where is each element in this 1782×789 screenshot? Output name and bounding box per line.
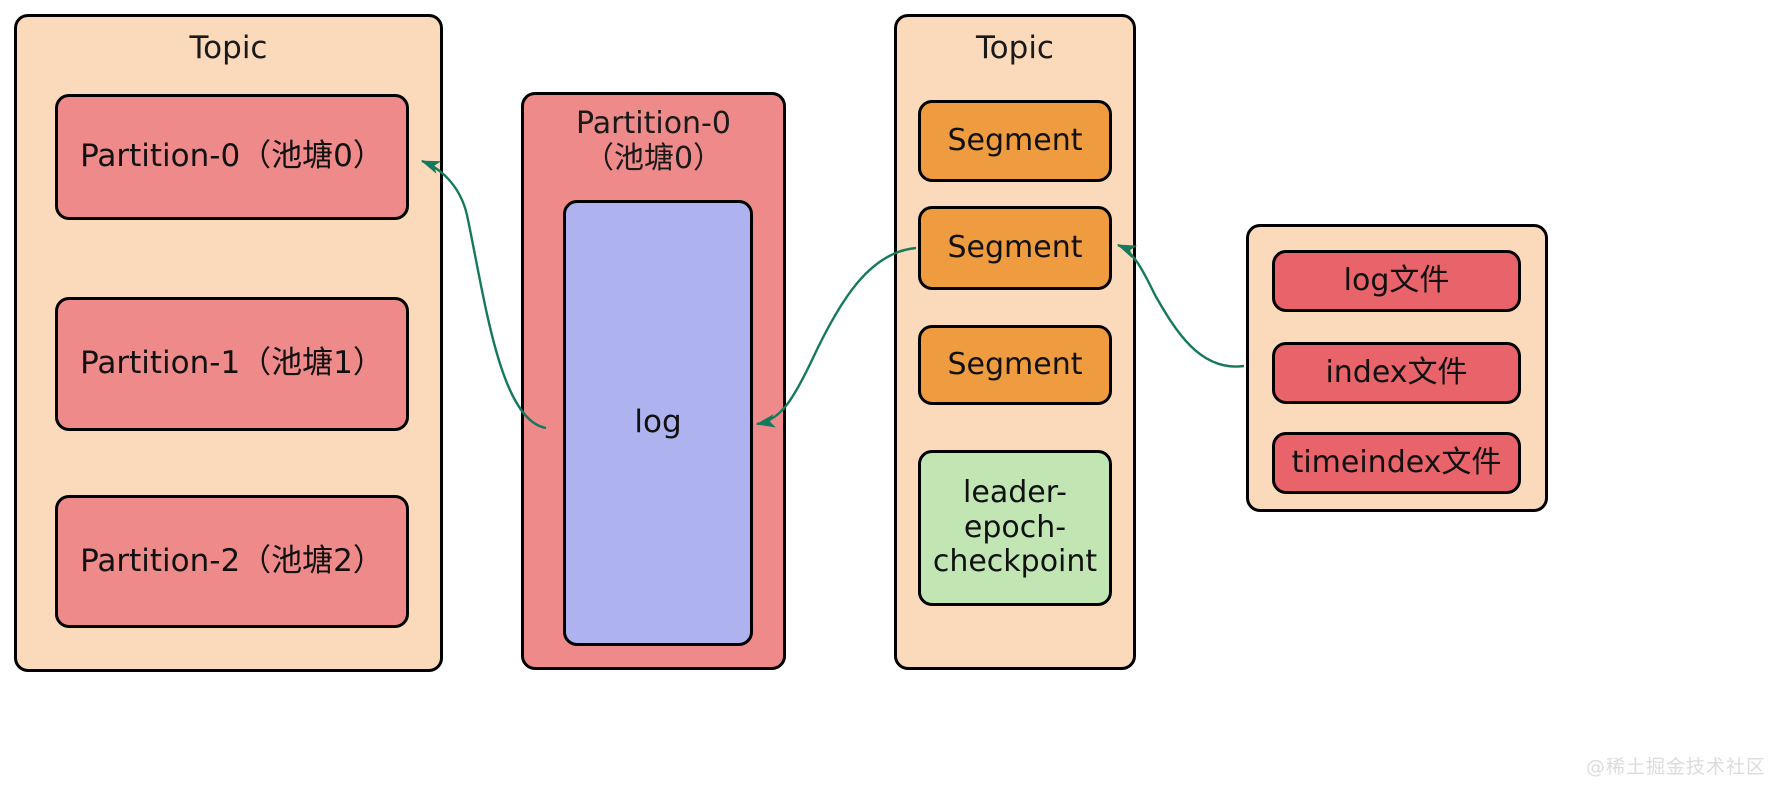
segment-box-1[interactable]: Segment	[918, 100, 1112, 182]
segment-1-label: Segment	[947, 122, 1083, 158]
index-file-box[interactable]: index文件	[1272, 342, 1521, 404]
log-label: log	[634, 404, 682, 441]
leader-epoch-checkpoint-box[interactable]: leader- epoch- checkpoint	[918, 450, 1112, 606]
topic-right-title: Topic	[976, 30, 1054, 66]
partition-0-label: Partition-0（池塘0）	[80, 138, 384, 175]
segment-box-2[interactable]: Segment	[918, 206, 1112, 290]
partition-detail-title: Partition-0 （池塘0）	[576, 106, 731, 176]
partition-2-label: Partition-2（池塘2）	[80, 542, 384, 579]
topic-left-title: Topic	[189, 30, 268, 66]
partition-1-label: Partition-1（池塘1）	[80, 345, 384, 382]
segment-3-label: Segment	[947, 346, 1083, 382]
leader-epoch-checkpoint-label: leader- epoch- checkpoint	[932, 474, 1098, 580]
log-box[interactable]: log	[563, 200, 753, 646]
partition-0-box[interactable]: Partition-0（池塘0）	[55, 94, 409, 220]
log-file-box[interactable]: log文件	[1272, 250, 1521, 312]
log-file-label: log文件	[1343, 262, 1450, 298]
partition-2-box[interactable]: Partition-2（池塘2）	[55, 495, 409, 628]
arrow-files-to-segment	[1116, 243, 1245, 368]
segment-2-label: Segment	[947, 229, 1083, 265]
timeindex-file-box[interactable]: timeindex文件	[1272, 432, 1521, 494]
segment-box-3[interactable]: Segment	[918, 325, 1112, 405]
partition-1-box[interactable]: Partition-1（池塘1）	[55, 297, 409, 431]
index-file-label: index文件	[1325, 354, 1468, 390]
timeindex-file-label: timeindex文件	[1291, 444, 1502, 480]
watermark: @稀土掘金技术社区	[1585, 756, 1766, 778]
